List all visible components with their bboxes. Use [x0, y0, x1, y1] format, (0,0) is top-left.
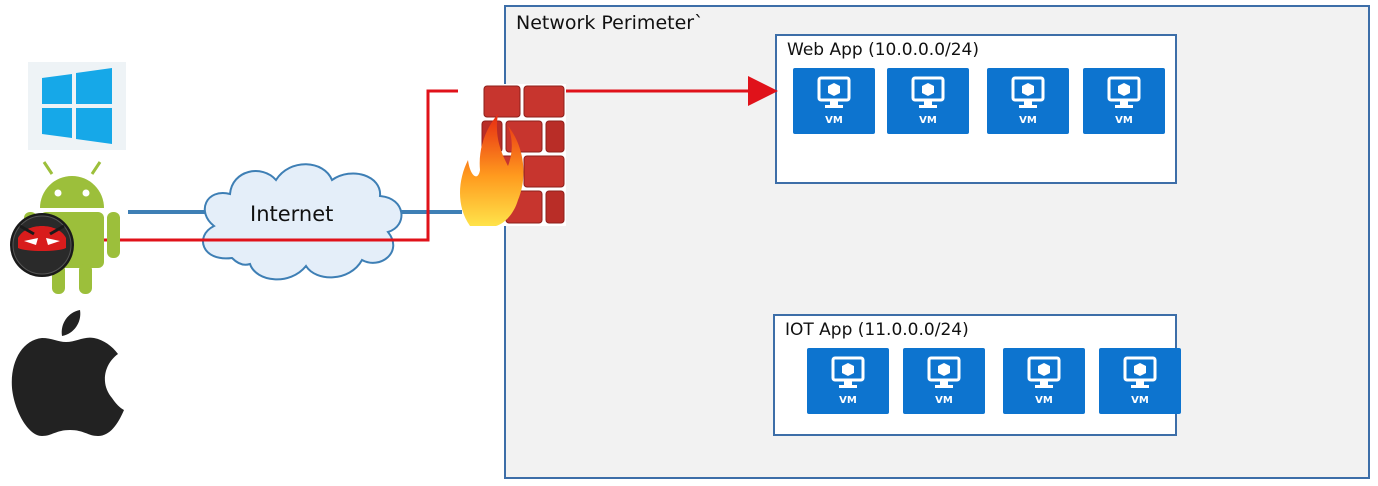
windows-logo-icon: [28, 62, 126, 150]
apple-logo-icon: [11, 310, 124, 436]
iot-vm-2: VM: [903, 348, 985, 414]
vm-label: VM: [1115, 115, 1133, 126]
internet-cloud-icon: [202, 163, 403, 281]
iot-app-subnet: IOT App (11.0.0.0/24) VM VM VM: [773, 314, 1181, 436]
virtual-machine-icon: [927, 356, 961, 388]
virtual-machine-icon: [911, 76, 945, 108]
internet-label: Internet: [250, 202, 334, 226]
iot-app-subnet-title: IOT App (11.0.0.0/24): [785, 320, 969, 340]
iot-vm-3: VM: [1003, 348, 1085, 414]
virtual-machine-icon: [1107, 76, 1141, 108]
web-vm-1: VM: [793, 68, 875, 134]
vm-label: VM: [935, 395, 953, 406]
hacker-mask-icon: [10, 213, 74, 277]
web-vm-2: VM: [887, 68, 969, 134]
iot-vm-1: VM: [807, 348, 889, 414]
virtual-machine-icon: [831, 356, 865, 388]
vm-label: VM: [1035, 395, 1053, 406]
vm-label: VM: [919, 115, 937, 126]
vm-label: VM: [1131, 395, 1149, 406]
virtual-machine-icon: [817, 76, 851, 108]
vm-label: VM: [825, 115, 843, 126]
web-vm-4: VM: [1083, 68, 1165, 134]
attack-path-line: [74, 89, 458, 242]
vm-label: VM: [839, 395, 857, 406]
firewall-icon: [460, 84, 566, 226]
web-vm-3: VM: [987, 68, 1069, 134]
vm-label: VM: [1019, 115, 1037, 126]
web-app-subnet: Web App (10.0.0.0/24) VM VM VM: [775, 34, 1177, 184]
virtual-machine-icon: [1123, 356, 1157, 388]
web-app-subnet-title: Web App (10.0.0.0/24): [787, 40, 979, 60]
virtual-machine-icon: [1011, 76, 1045, 108]
perimeter-title: Network Perimeter`: [516, 12, 704, 34]
virtual-machine-icon: [1027, 356, 1061, 388]
iot-vm-4: VM: [1099, 348, 1181, 414]
